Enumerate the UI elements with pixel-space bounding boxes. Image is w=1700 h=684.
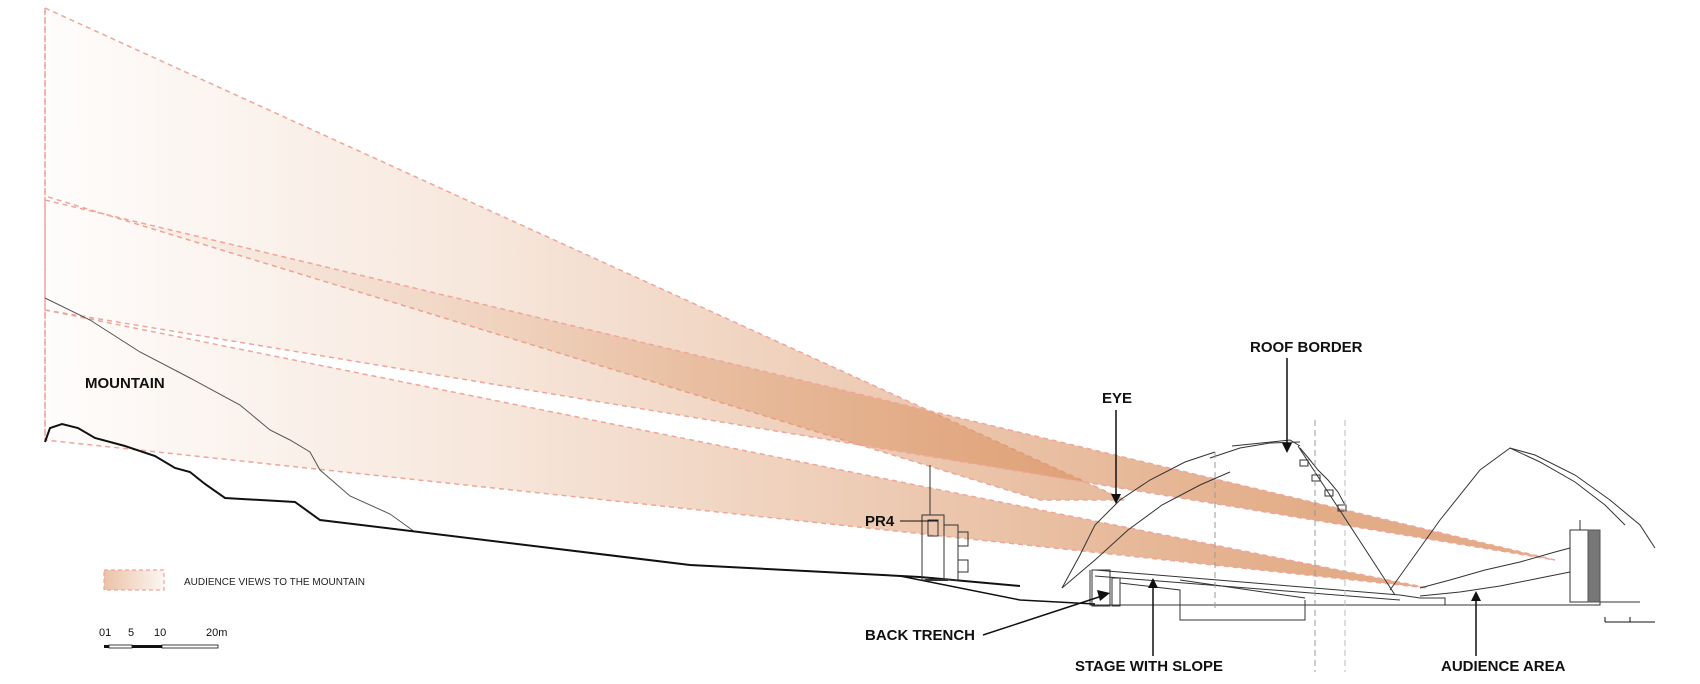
- roof-border-arrowhead: [1282, 443, 1292, 453]
- ground-line-lower: [899, 575, 1096, 605]
- view-cone-lower: [44, 309, 1429, 589]
- label-roof-border: ROOF BORDER: [1250, 339, 1363, 356]
- label-mountain: MOUNTAIN: [85, 375, 165, 392]
- audience-building: [1389, 447, 1656, 606]
- scale-tick-label: 5: [128, 627, 134, 639]
- legend: AUDIENCE VIEWS TO THE MOUNTAIN: [103, 569, 365, 591]
- view-cones: [44, 6, 1556, 589]
- scale-tick-label: 01: [99, 627, 111, 639]
- view-cone-middle: [44, 199, 1556, 561]
- back-trench-leader-line: [982, 595, 1103, 636]
- ground-line: [44, 422, 1021, 587]
- mini-scale-mark: [1604, 617, 1655, 623]
- legend-swatch: [103, 569, 165, 591]
- label-eye: EYE: [1102, 390, 1132, 407]
- label-back-trench: BACK TRENCH: [865, 627, 975, 644]
- audience-arrowhead: [1471, 591, 1481, 601]
- label-audience-area: AUDIENCE AREA: [1441, 658, 1566, 675]
- stage-arrowhead: [1148, 578, 1158, 588]
- label-pr4: PR4: [865, 513, 895, 530]
- scale-tick-label: 10: [154, 627, 166, 639]
- legend-label: AUDIENCE VIEWS TO THE MOUNTAIN: [184, 577, 365, 588]
- back-trench-arrowhead: [1097, 590, 1110, 601]
- view-cone-upper: [44, 6, 1126, 501]
- label-stage-with-slope: STAGE WITH SLOPE: [1075, 658, 1223, 675]
- stage-building: [1061, 420, 1445, 672]
- pr4-tower: [921, 465, 969, 581]
- mountain-ridge-line: [44, 297, 416, 533]
- scale-bar: 01 5 10 20m: [99, 627, 227, 649]
- scale-tick-label: 20m: [206, 627, 227, 639]
- eye-arrowhead: [1111, 494, 1121, 504]
